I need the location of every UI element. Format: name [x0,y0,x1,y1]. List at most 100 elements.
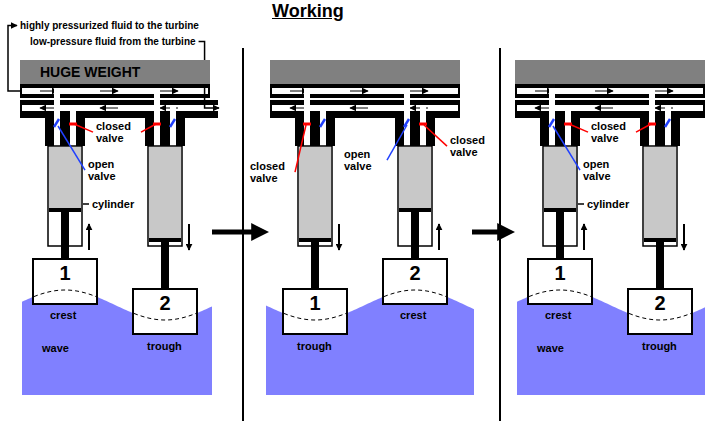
valve-callout: open valve [583,158,623,182]
float-fill [527,258,593,305]
weight-label: HUGE WEIGHT [40,60,210,84]
leader-line [424,125,447,146]
leader-line [295,125,306,172]
low-pressure-pipe [22,105,218,111]
cylinder-body [643,146,677,246]
wave-dashed [384,290,446,297]
float-fill [282,288,348,335]
float-fill [627,288,693,335]
flow-arrow [655,91,673,92]
open-valve [54,119,59,127]
leader-line [83,203,89,205]
float-box: 2 [627,288,693,335]
wave-label: crest [50,309,76,321]
motion-arrow [88,224,90,250]
flow-arrow [160,91,178,92]
valve-callout: closed valve [250,160,292,184]
wave-dashed [134,313,196,320]
motion-arrow [338,224,340,250]
cylinder-fluid [299,147,331,238]
piston [544,208,576,212]
float-box: 1 [527,258,593,305]
valve-block [295,118,335,146]
float-fill [382,258,448,305]
valve-block [395,118,435,146]
piston-rod [161,242,169,288]
pipe-band [20,84,210,98]
cylinder-body [148,146,182,246]
annotation: low-pressure fluid from the turbine [30,36,196,47]
wave-dashed [34,290,96,297]
wave-dashed [529,290,591,297]
panel [515,60,705,395]
piston [399,208,431,212]
open-valve [665,119,670,127]
part-callout: cylinder [587,198,629,210]
wave-dashed [629,313,691,320]
valve-channel [665,105,671,146]
valve-block [540,118,580,146]
closed-valve [419,123,427,126]
cylinder-body [298,146,332,246]
high-pressure-pipe [22,88,208,94]
flow-arrow [595,108,613,109]
pipe-band [515,84,705,98]
piston-rod [556,212,564,258]
float-number: 1 [529,262,591,284]
cylinder-fluid [399,147,431,208]
valve-callout: open valve [344,148,384,172]
panel [20,84,218,395]
leader-line [569,124,588,132]
valve-channel [649,88,655,146]
closed-valve [303,123,311,126]
piston-rod [311,242,319,288]
piston [149,238,181,242]
weight-block [270,60,460,84]
valve-block [640,118,680,146]
wave-label: trough [147,340,182,352]
flow-arrow [100,91,118,92]
float-number: 1 [284,292,346,314]
motion-arrow [188,224,190,250]
float-fill [32,258,98,305]
motion-arrow [683,224,685,250]
valve-channel [304,88,310,146]
open-valve [320,119,325,127]
high-pressure-pipe [517,88,703,94]
flow-arrow [100,108,118,109]
piston [299,238,331,242]
leader-line [578,203,584,205]
valve-callout: closed valve [591,120,633,144]
low-pressure-pipe [272,105,458,111]
leader-line [74,124,93,132]
valve-channel [54,88,60,146]
piston-rod [61,212,69,258]
valve-channel [404,88,410,146]
piston [49,208,81,212]
flow-arrow [350,91,368,92]
pipe-band [515,100,705,118]
valve-channel [549,88,555,146]
valve-callout: open valve [88,158,128,182]
float-number: 2 [629,292,691,314]
valve-block [145,118,185,146]
leader-line [387,125,407,160]
leader-line [553,126,580,170]
pipe-band [270,100,460,118]
valve-channel [170,105,176,146]
wave-label: crest [400,309,426,321]
open-valve [170,119,175,127]
piston-rod [656,242,664,288]
flow-arrow [410,91,428,92]
leaders [58,124,651,204]
sequence-arrow [472,230,508,235]
valve-channel [154,88,160,146]
valve-callout: closed valve [96,120,138,144]
low-pressure-pipe [517,105,703,111]
piston-rod [411,212,419,258]
leader-line [58,126,85,170]
float-number: 2 [384,262,446,284]
piston [644,238,676,242]
float-fill [132,288,198,335]
